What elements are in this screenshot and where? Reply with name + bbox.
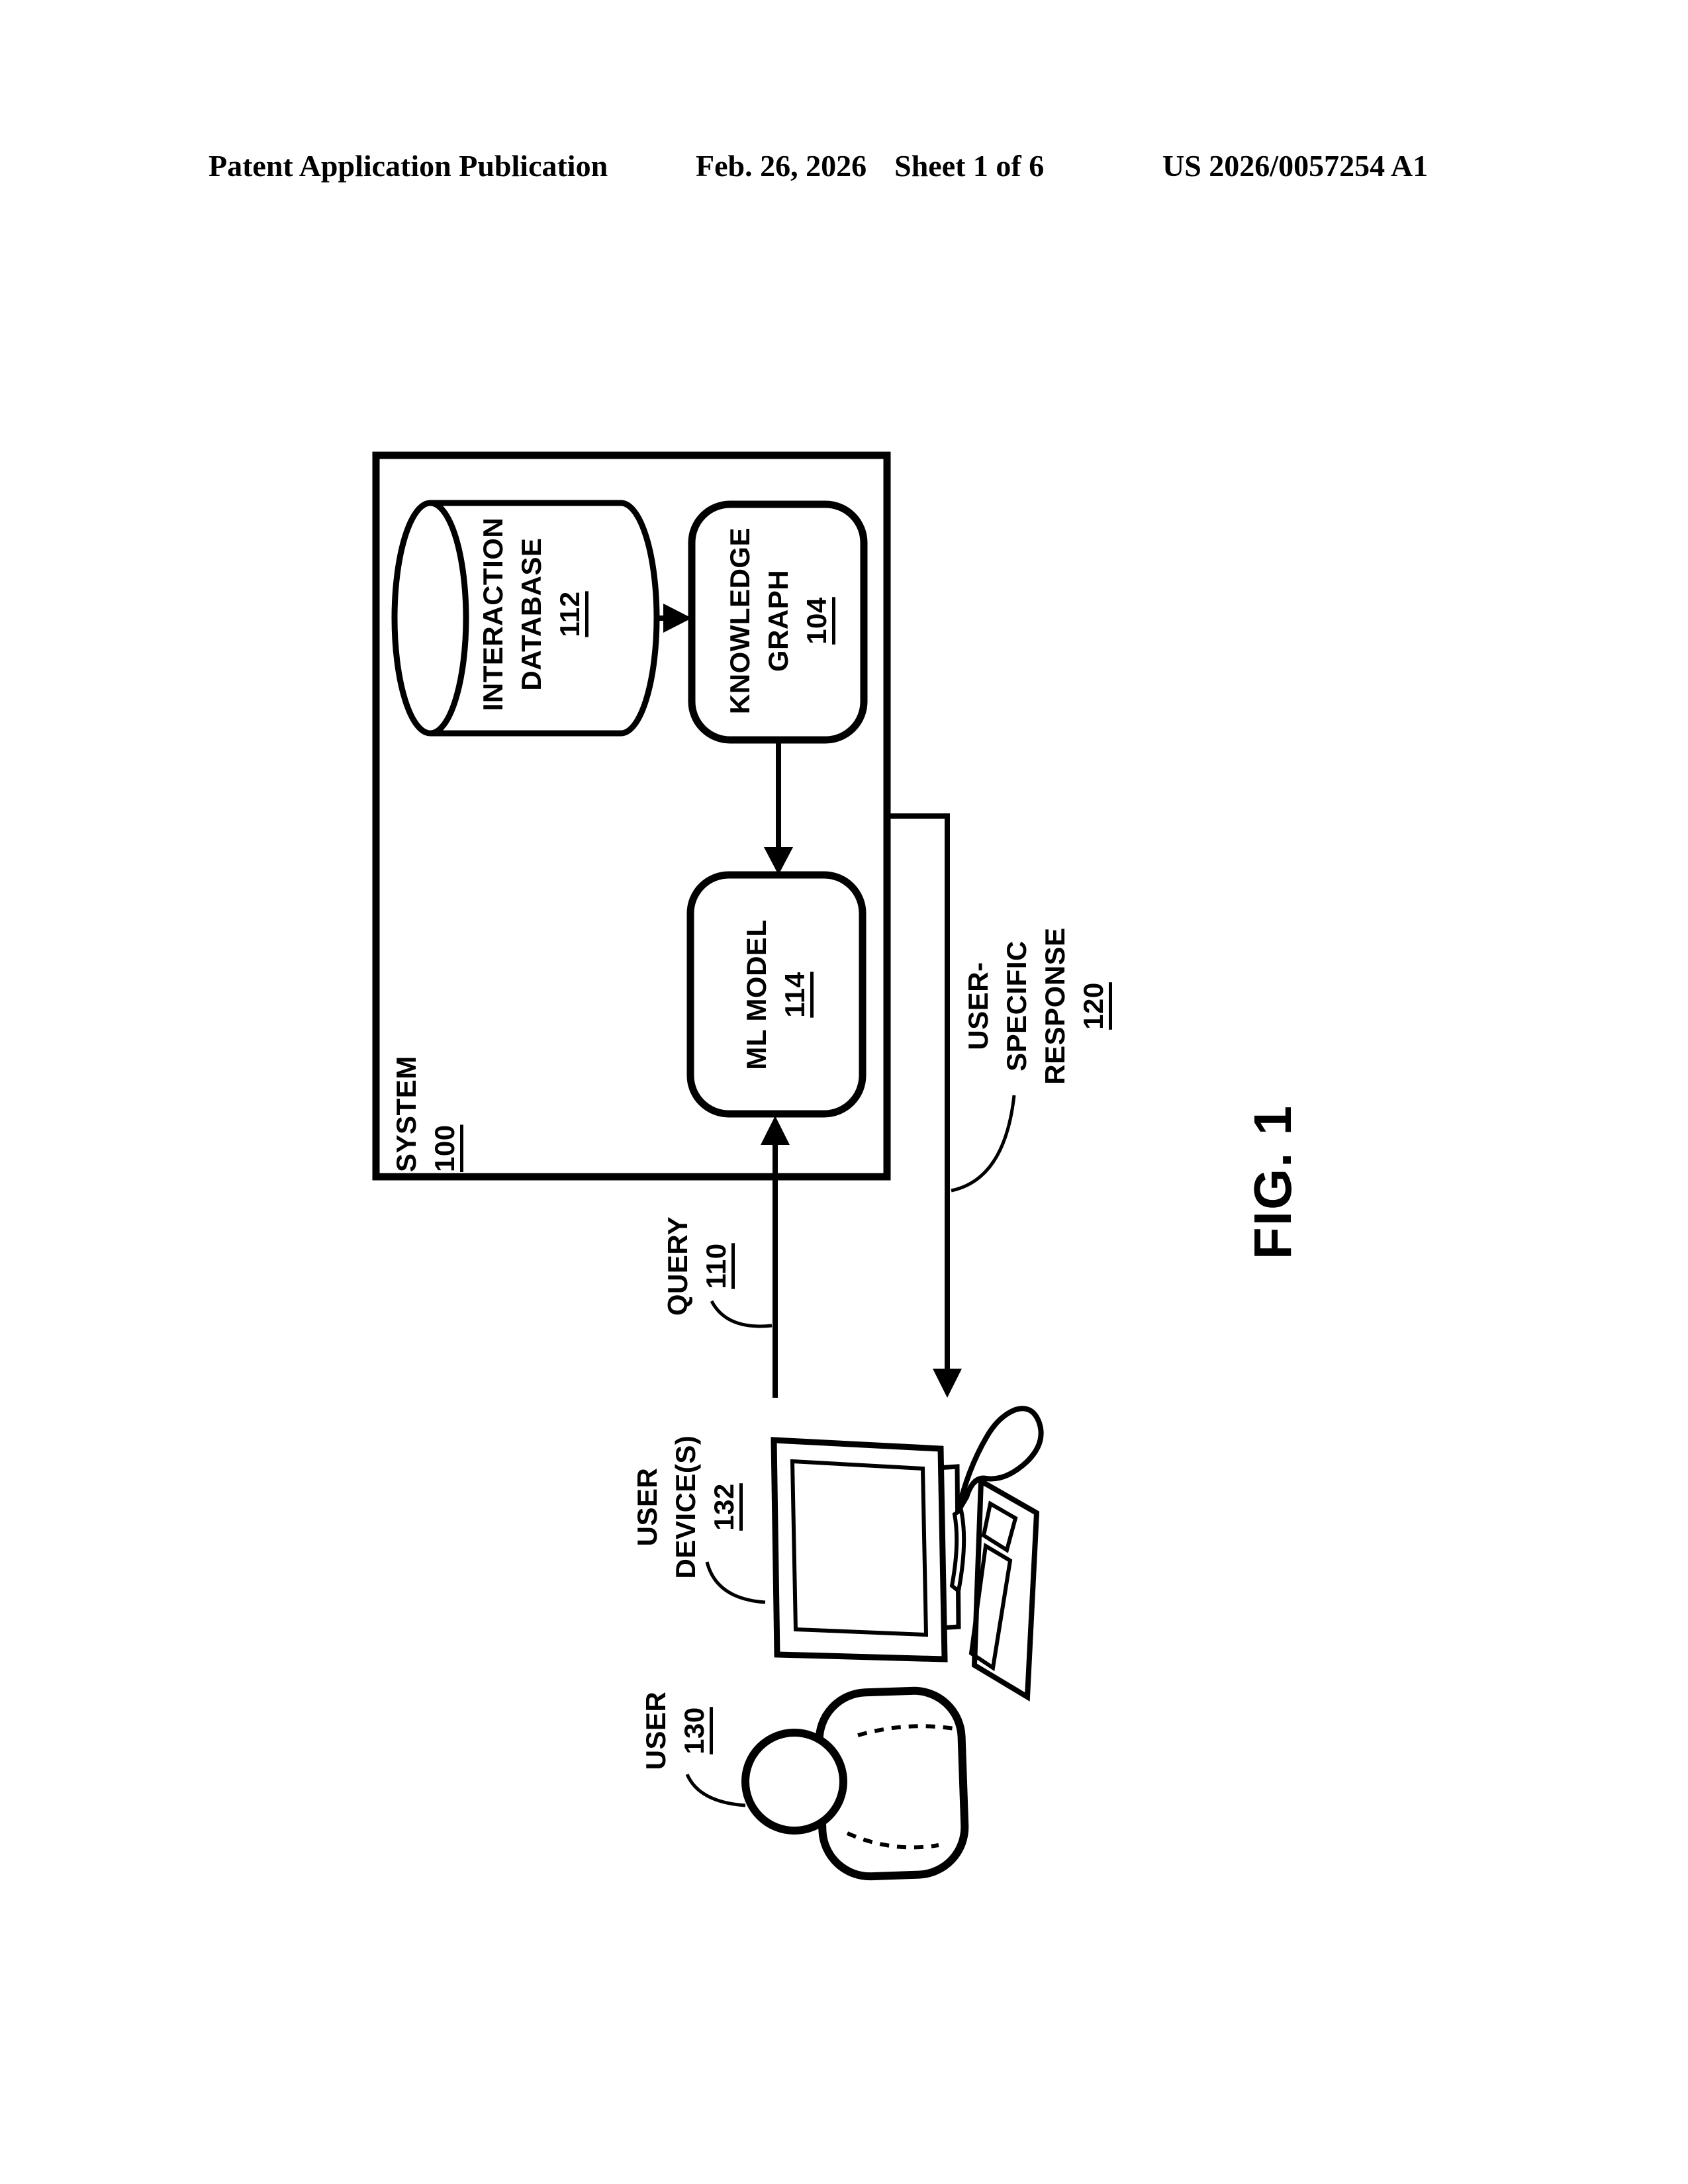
label-line: ML MODEL	[741, 919, 772, 1070]
system-box	[372, 451, 891, 1181]
label-line: SYSTEM	[391, 1056, 422, 1172]
label-line: INTERACTION	[477, 517, 508, 711]
label-line: RESPONSE	[1039, 927, 1070, 1085]
arrow-query	[761, 1116, 790, 1398]
arrow-knowledge-graph-to-ml-model	[764, 740, 793, 875]
database-cylinder-icon	[391, 500, 660, 737]
label-line: USER	[640, 1691, 671, 1770]
computer-tower-icon	[968, 1477, 1040, 1702]
header-sheet-number: Sheet 1 of 6	[894, 149, 1045, 183]
person-icon	[741, 1686, 969, 1881]
label-line: USER-	[962, 962, 994, 1050]
reference-numeral: 114	[779, 972, 810, 1018]
header-date: Feb. 26, 2026	[696, 149, 867, 183]
user-devices-label: USER DEVICE(S) 132	[628, 1424, 743, 1590]
computer-icon	[771, 1406, 1044, 1702]
mouse-icon	[949, 1406, 1044, 1595]
reference-numeral: 112	[554, 591, 585, 637]
user-devices-leader-line	[705, 1561, 766, 1604]
reference-numeral: 104	[801, 597, 832, 645]
user-specific-response-label: USER- SPECIFIC RESPONSE 120	[959, 917, 1113, 1095]
query-leader-line	[710, 1300, 773, 1328]
knowledge-graph-label: KNOWLEDGE GRAPH 104	[721, 522, 836, 720]
reference-numeral: 132	[708, 1483, 739, 1531]
label-line: KNOWLEDGE	[724, 527, 755, 715]
reference-numeral: 120	[1078, 982, 1109, 1030]
knowledge-graph-box	[688, 500, 868, 744]
ml-model-label: ML MODEL 114	[737, 902, 814, 1087]
interaction-database-label: INTERACTION DATABASE 112	[474, 505, 589, 723]
ml-model-box	[686, 871, 867, 1118]
label-line: SPECIFIC	[1001, 940, 1032, 1071]
monitor-icon	[771, 1437, 948, 1662]
header-document-number: US 2026/0057254 A1	[1162, 149, 1429, 183]
figure-caption: FIG. 1	[1243, 1104, 1302, 1260]
person-head	[741, 1729, 847, 1835]
label-line: USER	[632, 1467, 663, 1547]
user-leader-line	[685, 1773, 746, 1807]
query-label: QUERY 110	[659, 1210, 735, 1322]
arrow-user-specific-response	[888, 813, 962, 1398]
response-leader-line	[951, 1095, 1016, 1193]
system-label: SYSTEM 100	[387, 1046, 464, 1172]
label-line: QUERY	[662, 1216, 693, 1316]
label-line: DEVICE(S)	[670, 1435, 701, 1579]
reference-numeral: 110	[700, 1243, 731, 1289]
reference-numeral: 130	[679, 1707, 710, 1754]
reference-numeral: 100	[429, 1124, 460, 1172]
person-arm-line	[857, 1724, 959, 1737]
label-line: GRAPH	[763, 569, 794, 672]
header-publication-type: Patent Application Publication	[209, 149, 608, 183]
header-date-sheet: Feb. 26, 2026 Sheet 1 of 6	[696, 148, 1044, 183]
label-line: DATABASE	[516, 537, 547, 691]
user-label: USER 130	[637, 1678, 714, 1784]
